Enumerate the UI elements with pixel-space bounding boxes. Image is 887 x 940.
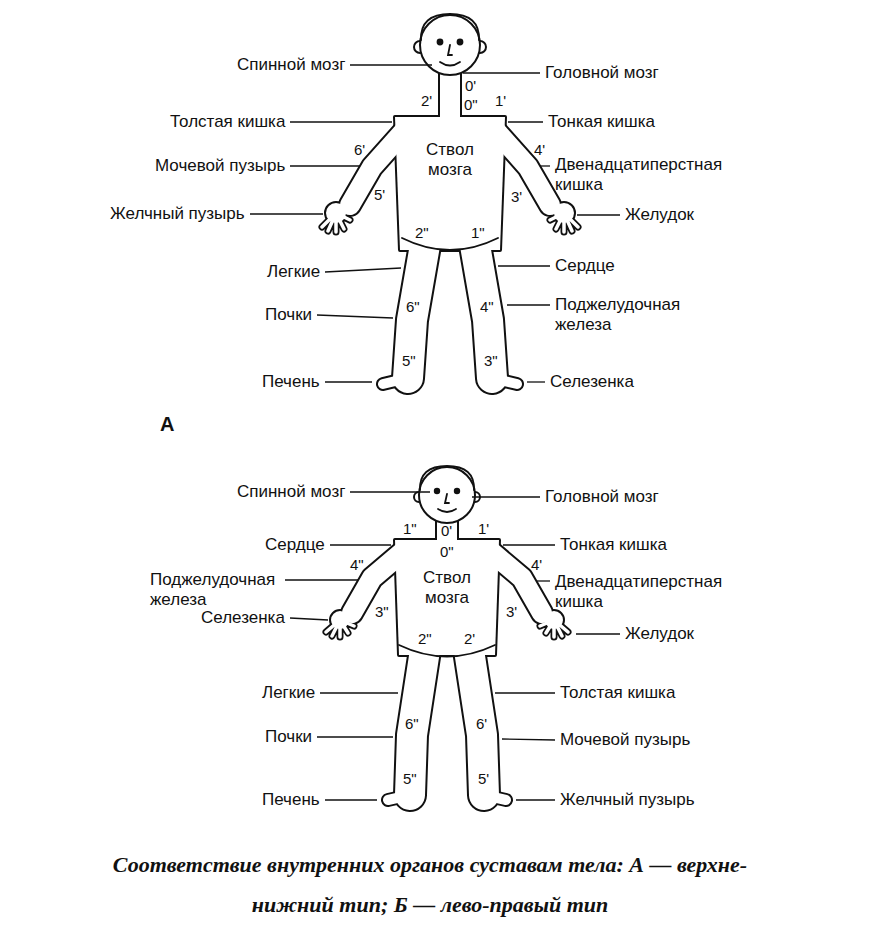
- joint-number: 3': [511, 188, 522, 205]
- joint-number: 5': [478, 770, 489, 787]
- joint-number: 6': [354, 141, 365, 158]
- joint-number: 6": [405, 715, 419, 732]
- organ-label: Головной мозг: [545, 63, 659, 83]
- organ-label: Поджелудочная железа: [150, 570, 300, 610]
- joint-number: 2": [418, 630, 432, 647]
- organ-label: Легкие: [267, 262, 320, 282]
- joint-number: 4': [534, 141, 545, 158]
- joint-number: 2': [421, 92, 432, 109]
- organ-label: Тонкая кишка: [548, 112, 655, 132]
- joint-number: 0': [465, 77, 476, 94]
- organ-label: Спинной мозг: [237, 482, 345, 502]
- heads: [414, 15, 486, 523]
- joint-number: 6': [476, 715, 487, 732]
- joint-number: 3": [484, 352, 498, 369]
- joint-number: 3': [506, 603, 517, 620]
- organ-label: Печень: [262, 790, 320, 810]
- figure-letter: А: [160, 412, 174, 436]
- organ-label: Желудок: [625, 624, 694, 644]
- joint-number: 2': [464, 630, 475, 647]
- joint-number: 1': [478, 520, 489, 537]
- organ-label: Желудок: [625, 205, 694, 225]
- organ-label: Двенадцатиперстная кишка: [555, 572, 755, 612]
- organ-label: Селезенка: [201, 608, 285, 628]
- organ-label: Почки: [265, 305, 312, 325]
- joint-number: 0": [440, 543, 454, 560]
- organ-label: Желчный пузырь: [110, 204, 245, 224]
- joint-number: 3": [375, 603, 389, 620]
- figure-fill: [322, 73, 578, 800]
- joint-number: 1": [403, 520, 417, 537]
- organ-label: Легкие: [262, 683, 315, 703]
- organ-label: Мочевой пузырь: [155, 156, 285, 176]
- joint-number: 6": [406, 298, 420, 315]
- figure-caption: Соответствие внутренних органов суставам…: [100, 845, 760, 925]
- organ-label: Ствол мозга: [412, 568, 482, 608]
- organ-label: Двенадцатиперстная кишка: [555, 155, 755, 195]
- joint-number: 0": [464, 96, 478, 113]
- organ-label: Головной мозг: [545, 487, 659, 507]
- faces: [399, 14, 498, 657]
- joint-number: 2": [415, 224, 429, 241]
- organ-label: Мочевой пузырь: [560, 730, 690, 750]
- organ-label: Желчный пузырь: [560, 790, 695, 810]
- joint-number: 5": [402, 352, 416, 369]
- organ-label: Толстая кишка: [560, 683, 675, 703]
- joint-number: 1": [471, 224, 485, 241]
- organ-label: Поджелудочная железа: [555, 295, 705, 335]
- joint-number: 5": [403, 770, 417, 787]
- organ-label: Спинной мозг: [237, 55, 345, 75]
- joint-number: 4": [350, 556, 364, 573]
- organ-label: Толстая кишка: [170, 112, 285, 132]
- organ-label: Почки: [265, 727, 312, 747]
- joint-number: 0': [441, 522, 452, 539]
- organ-label: Ствол мозга: [415, 140, 485, 180]
- organ-label: Селезенка: [550, 372, 634, 392]
- joint-number: 4': [531, 556, 542, 573]
- joint-number: 4": [480, 298, 494, 315]
- organ-label: Тонкая кишка: [560, 535, 667, 555]
- organ-label: Сердце: [265, 535, 325, 555]
- joint-number: 5': [374, 186, 385, 203]
- joint-number: 1': [495, 92, 506, 109]
- figure-outline: [322, 73, 578, 800]
- organ-label: Сердце: [555, 256, 615, 276]
- organ-label: Печень: [262, 372, 320, 392]
